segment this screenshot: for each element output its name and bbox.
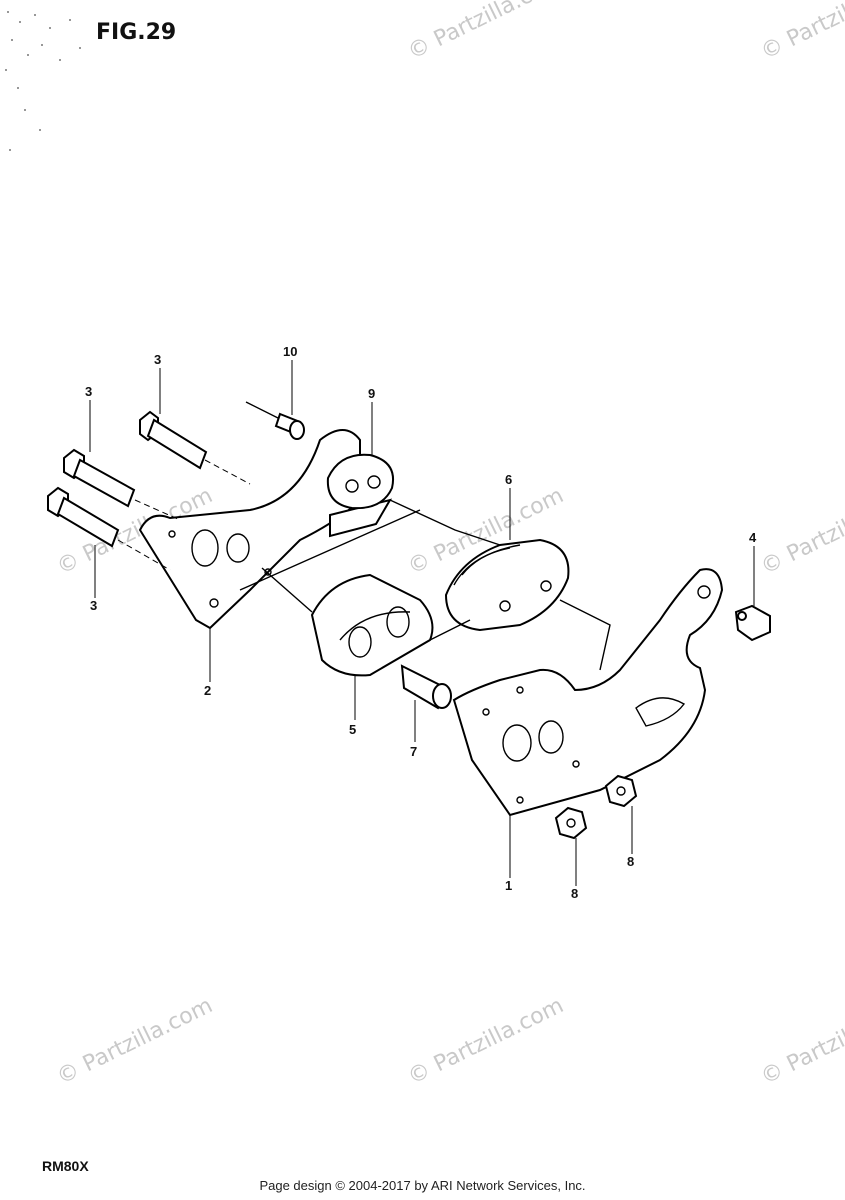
model-code: RM80X [42, 1158, 89, 1174]
figure-title: FIG.29 [96, 20, 177, 45]
part-9-grommet [326, 453, 394, 510]
part-2-bracket [138, 429, 393, 630]
callout-4: 4 [749, 530, 757, 545]
part-3-bolt [139, 410, 208, 470]
part-5-mount [310, 573, 434, 677]
callout-5: 5 [349, 722, 356, 737]
part-3-bolt [63, 448, 136, 508]
callout-8: 8 [571, 886, 578, 901]
callout-10: 10 [283, 344, 297, 359]
callout-6: 6 [505, 472, 512, 487]
callout-3: 3 [154, 352, 161, 367]
callout-8: 8 [627, 854, 634, 869]
assembly-lines [117, 459, 611, 671]
callout-7: 7 [410, 744, 417, 759]
part-3-bolt [47, 486, 120, 548]
part-7-collar [400, 664, 452, 710]
callout-3: 3 [85, 384, 92, 399]
scan-speckle [5, 11, 81, 151]
part-1-bracket [452, 568, 724, 817]
callout-2: 2 [204, 683, 211, 698]
part-4-bolt [734, 604, 771, 642]
callout-1: 1 [505, 878, 512, 893]
part-6-pad [444, 538, 570, 632]
callout-3: 3 [90, 598, 97, 613]
part-8-nut [554, 806, 588, 840]
footer-copyright: Page design © 2004-2017 by ARI Network S… [259, 1178, 586, 1193]
leader-lines [89, 360, 755, 886]
part-10-rivet [245, 401, 305, 440]
callout-9: 9 [368, 386, 375, 401]
part-8-nut [604, 774, 638, 808]
